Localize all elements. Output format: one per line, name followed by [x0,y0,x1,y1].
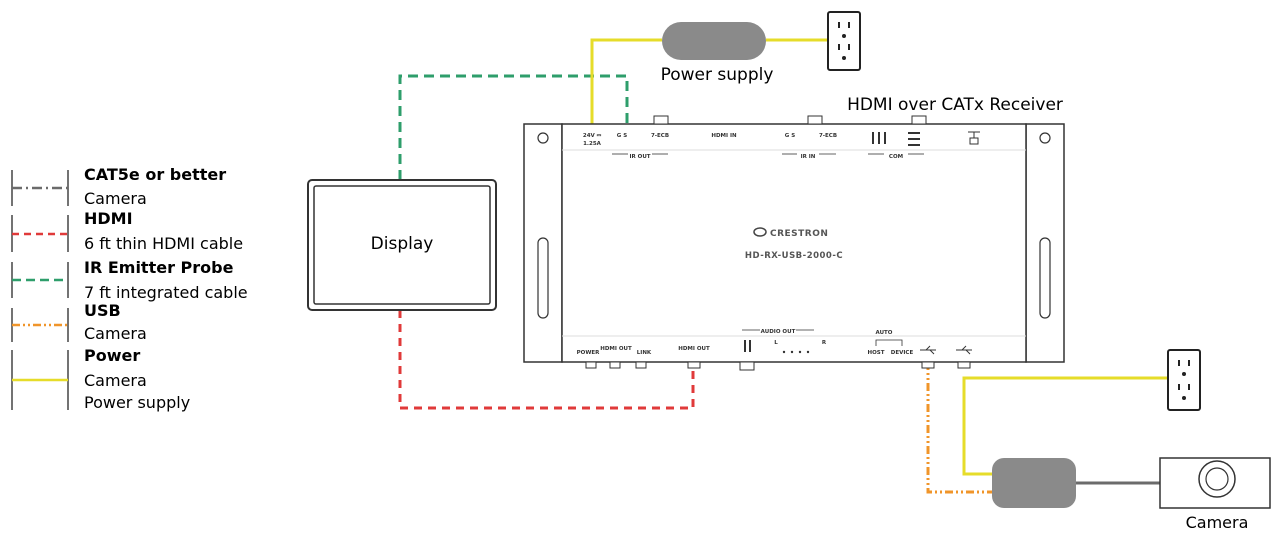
legend-title-cat5e: CAT5e or better [84,165,226,184]
camera-device: Camera [1159,457,1271,532]
label-usb-host: HOST [868,350,885,356]
legend-title-hdmi: HDMI [84,209,133,228]
receiver-power-cable [590,38,662,124]
label-hdmi-out-led: HDMI OUT [600,346,632,352]
label-g-s-ir-in: G S [785,133,795,139]
label-g-s-ir-out: G S [617,133,627,139]
power-supply-top: Power supply [661,22,774,85]
usb-icon [920,345,936,355]
receiver-body [561,123,1027,363]
label-port-b: 7-ECB [819,133,837,139]
legend-item-ir: IR Emitter Probe 7 ft integrated cable [11,258,248,302]
legend-item-power: Power Camera Power supply [11,346,190,412]
ethernet-icon [968,131,980,145]
legend-desc-power-supply: Power supply [84,393,190,412]
usb-icon [956,345,972,355]
label-port-a: 7-ECB [651,133,669,139]
label-hdmi-out-port: HDMI OUT [678,346,710,352]
wall-outlet-right [1167,349,1201,411]
display-label: Display [371,234,434,254]
legend-title-usb: USB [84,301,121,320]
label-link-led: LINK [637,350,652,356]
label-hdmi-in: HDMI IN [711,133,737,139]
label-audio-r: R [822,340,827,346]
label-usb-device: DEVICE [891,350,914,356]
brand-text: CRESTRON [770,229,828,239]
label-ir-in: IR IN [801,154,816,160]
usb-cable [926,362,992,494]
legend-item-cat5e: CAT5e or better Camera [11,165,226,208]
legend-title-power: Power [84,346,140,365]
legend-desc-cat5e: Camera [84,189,147,208]
camera-power-cable [962,376,1168,476]
power-supply-label: Power supply [661,65,774,85]
display-device: Display [307,179,497,311]
hdmi-cable [398,310,695,410]
camera-power-supply [992,458,1076,508]
label-audio-l: L [774,340,778,346]
model-text: HD-RX-USB-2000-C [745,251,843,261]
label-auto: AUTO [876,330,893,336]
label-power-amp: 1.25A [583,141,602,147]
label-power-in: 24V ⎓ [583,133,602,139]
legend-desc-ir: 7 ft integrated cable [84,283,248,302]
receiver-label: HDMI over CATx Receiver [847,95,1063,115]
label-ir-out: IR OUT [629,154,650,160]
label-com: COM [889,154,903,160]
legend-item-hdmi: HDMI 6 ft thin HDMI cable [11,209,243,253]
legend-desc-hdmi: 6 ft thin HDMI cable [84,234,243,253]
legend-item-usb: USB Camera [11,301,147,343]
legend-title-ir: IR Emitter Probe [84,258,234,277]
label-power-led: POWER [577,350,601,356]
camera-label: Camera [1186,513,1249,532]
label-audio-out: AUDIO OUT [761,329,796,335]
hdmi-receiver: HDMI over CATx Receiver 24V ⎓ 1.25A G S … [523,95,1065,371]
legend-desc-power-camera: Camera [84,371,147,390]
wall-outlet-top [827,11,861,71]
brand-logo: CRESTRON [753,227,828,239]
ir-emitter-cable [398,74,629,180]
legend: CAT5e or better Camera HDMI 6 ft thin HD… [11,165,248,412]
legend-desc-usb: Camera [84,324,147,343]
